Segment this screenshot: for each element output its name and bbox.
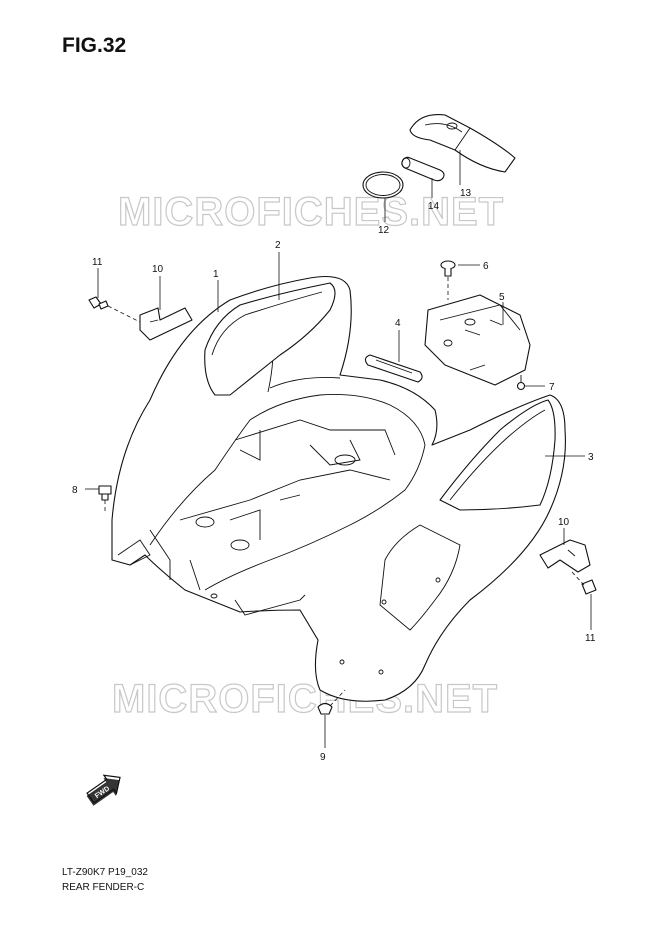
figure-code: LT-Z90K7 P19_032 [62, 867, 148, 878]
part-11-left-bolt [88, 296, 141, 323]
part-4-emblem [364, 354, 423, 383]
watermark-bottom: MICROFICHES.NET [112, 677, 498, 721]
part-10-right-bracket [539, 539, 591, 573]
part-6-clip [440, 260, 456, 300]
part-13-seat-pad [409, 114, 516, 173]
part-14-cylinder [401, 156, 445, 182]
part-3-right-decal [439, 399, 556, 511]
part-9-clip [317, 689, 346, 715]
callout-11-right: 11 [585, 633, 596, 644]
part-2-left-decal [204, 282, 336, 396]
license-plate-recess [339, 524, 461, 675]
callout-14: 14 [428, 201, 440, 212]
part-10-left-bracket [139, 307, 193, 341]
callout-13: 13 [460, 188, 472, 199]
callout-10-left: 10 [152, 264, 164, 275]
callout-8: 8 [72, 485, 78, 496]
leader-lines [85, 150, 592, 748]
callout-11-left: 11 [92, 257, 103, 268]
part-12-ring [362, 171, 404, 199]
callout-6: 6 [483, 261, 489, 272]
callout-5: 5 [499, 292, 505, 303]
callout-9: 9 [320, 752, 326, 763]
callout-3: 3 [588, 452, 594, 463]
callout-10-right: 10 [558, 517, 570, 528]
part-11-right-bolt [571, 571, 597, 595]
callout-4: 4 [395, 318, 401, 329]
callout-12: 12 [378, 225, 390, 236]
fwd-arrow-icon: FWD [86, 774, 121, 806]
part-5-tool-box [424, 294, 531, 386]
figure-title: FIG.32 [62, 34, 127, 57]
watermark-top: MICROFICHES.NET [118, 190, 504, 234]
figure-name: REAR FENDER-C [62, 882, 145, 893]
callout-7: 7 [549, 382, 555, 393]
callout-2: 2 [275, 240, 281, 251]
part-7-screw [516, 375, 526, 391]
callout-1: 1 [213, 269, 219, 280]
part-8-bolt [98, 485, 112, 512]
